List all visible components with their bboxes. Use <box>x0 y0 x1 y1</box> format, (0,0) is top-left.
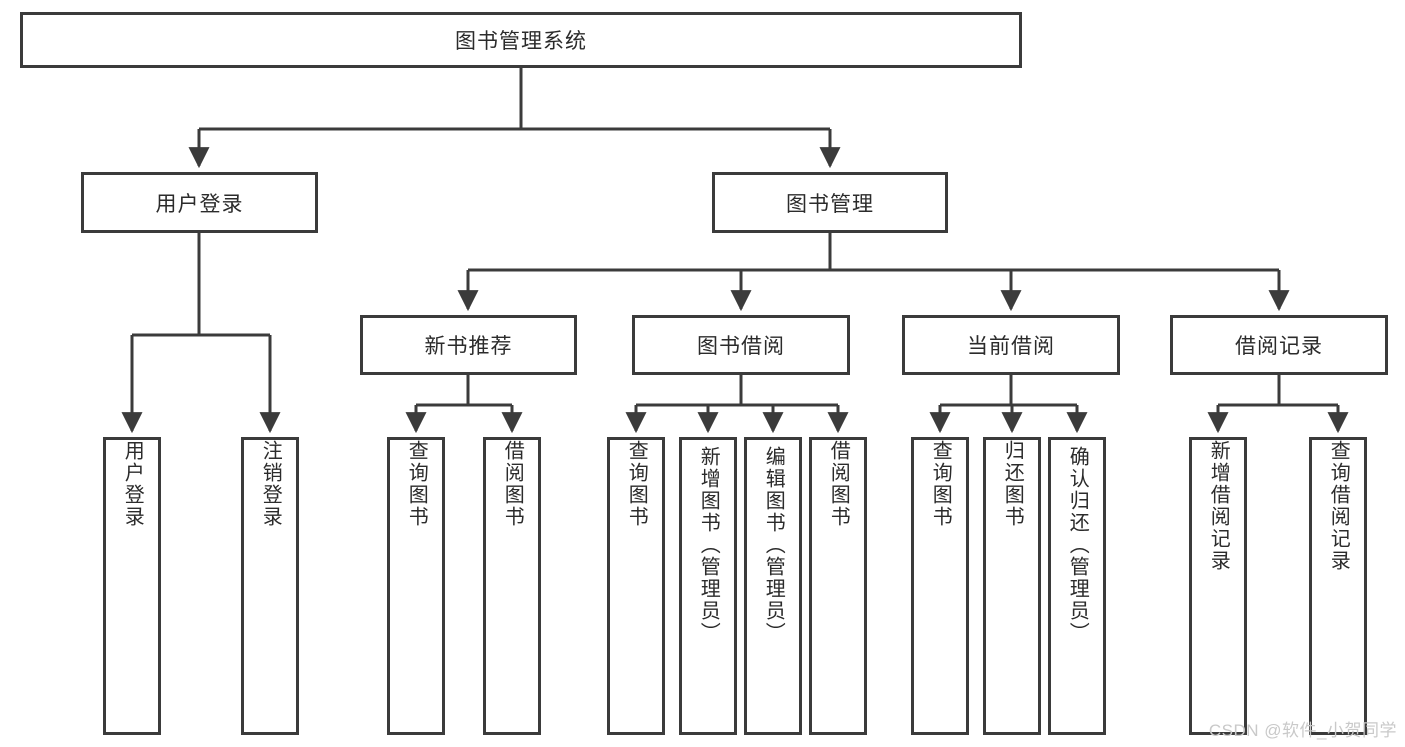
leaf-query-book-label: 查询图书 <box>625 440 648 528</box>
leaf-add-borrow-record[interactable]: 新增借阅记录 <box>1189 437 1247 735</box>
leaf-borrow-book-recommend-label: 借阅图书 <box>501 440 524 528</box>
leaf-user-login-label: 用户登录 <box>121 440 144 528</box>
leaf-borrow-book-label: 借阅图书 <box>827 440 850 528</box>
node-new-book-recommend-label: 新书推荐 <box>424 335 513 358</box>
leaf-logout-label: 注销登录 <box>259 440 282 528</box>
leaf-query-borrow-record-label: 查询借阅记录 <box>1327 440 1350 572</box>
node-user-login[interactable]: 用户登录 <box>81 172 318 233</box>
leaf-edit-book-admin[interactable]: 编辑图书（管理员） <box>744 437 802 735</box>
node-book-management-label: 图书管理 <box>786 192 874 216</box>
leaf-confirm-return-admin[interactable]: 确认归还（管理员） <box>1048 437 1106 735</box>
leaf-edit-book-admin-label: 编辑图书（管理员） <box>762 446 785 644</box>
leaf-query-book-current[interactable]: 查询图书 <box>911 437 969 735</box>
leaf-borrow-book[interactable]: 借阅图书 <box>809 437 867 735</box>
node-borrow-record[interactable]: 借阅记录 <box>1170 315 1388 375</box>
node-book-borrow-label: 图书借阅 <box>697 335 785 358</box>
node-current-borrow-label: 当前借阅 <box>967 335 1055 358</box>
leaf-add-book-admin[interactable]: 新增图书（管理员） <box>679 437 737 735</box>
node-borrow-record-label: 借阅记录 <box>1235 335 1323 358</box>
node-new-book-recommend[interactable]: 新书推荐 <box>360 315 577 375</box>
node-root[interactable]: 图书管理系统 <box>20 12 1022 68</box>
leaf-return-book[interactable]: 归还图书 <box>983 437 1041 735</box>
leaf-query-book-recommend[interactable]: 查询图书 <box>387 437 445 735</box>
leaf-query-book[interactable]: 查询图书 <box>607 437 665 735</box>
node-current-borrow[interactable]: 当前借阅 <box>902 315 1120 375</box>
leaf-return-book-label: 归还图书 <box>1001 440 1024 528</box>
leaf-query-book-recommend-label: 查询图书 <box>405 440 428 528</box>
leaf-confirm-return-admin-label: 确认归还（管理员） <box>1066 446 1089 644</box>
leaf-query-book-current-label: 查询图书 <box>929 440 952 528</box>
node-user-login-label: 用户登录 <box>155 192 244 216</box>
leaf-logout[interactable]: 注销登录 <box>241 437 299 735</box>
leaf-user-login[interactable]: 用户登录 <box>103 437 161 735</box>
leaf-add-book-admin-label: 新增图书（管理员） <box>697 446 720 644</box>
node-root-label: 图书管理系统 <box>455 30 587 53</box>
leaf-query-borrow-record[interactable]: 查询借阅记录 <box>1309 437 1367 735</box>
node-book-management[interactable]: 图书管理 <box>712 172 948 233</box>
leaf-borrow-book-recommend[interactable]: 借阅图书 <box>483 437 541 735</box>
leaf-add-borrow-record-label: 新增借阅记录 <box>1207 440 1230 572</box>
node-book-borrow[interactable]: 图书借阅 <box>632 315 850 375</box>
csdn-watermark: CSDN @软件_小贺同学 <box>1208 721 1397 740</box>
